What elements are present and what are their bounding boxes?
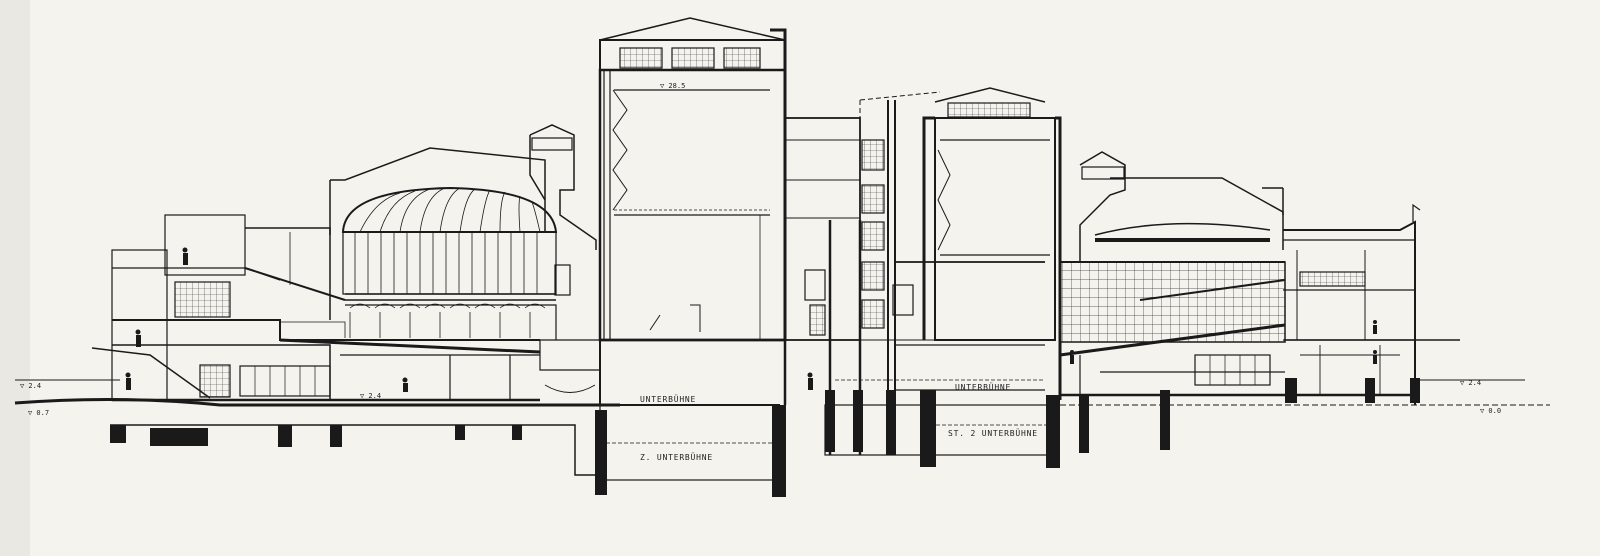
vent-tower-right (1060, 151, 1126, 263)
foundation-piers (110, 378, 1420, 497)
label-unterbuhne-main: UNTERBÜHNE (640, 394, 696, 404)
paper-shadow (0, 0, 30, 556)
label-unterbuhne-second: ST. 2 UNTERBÜHNE (948, 428, 1038, 438)
rear-stage-roof (934, 87, 1046, 103)
right-end-block (1283, 220, 1416, 405)
fly-tower-roof (599, 17, 786, 41)
fly-stair-right (937, 149, 951, 251)
right-balcony-rake (1139, 279, 1286, 301)
dome (341, 186, 558, 233)
svg-text:▽ 2.4: ▽ 2.4 (360, 392, 381, 400)
right-stalls-rake (1059, 323, 1286, 357)
basement-outline-left (110, 424, 595, 476)
lower-stage-pit (599, 404, 776, 481)
svg-text:▽ 28.5: ▽ 28.5 (660, 82, 685, 90)
left-entrance-block (111, 249, 168, 401)
fly-tower (598, 68, 787, 342)
rear-stage-tower (934, 117, 1056, 341)
stalls-rake (279, 338, 541, 354)
svg-text:▽ 0.7: ▽ 0.7 (28, 409, 49, 417)
entrance-stair (91, 347, 211, 399)
auditorium-roof (329, 147, 546, 235)
side-stage-pit (824, 404, 1051, 456)
svg-text:▽ 2.4: ▽ 2.4 (20, 382, 41, 390)
label-unterbuhne-pit: Z. UNTERBÜHNE (640, 452, 713, 462)
vent-tower-left (529, 124, 597, 250)
label-unterbuhne-side: UNTERBÜHNE (955, 382, 1011, 392)
left-upper-room (164, 214, 246, 276)
svg-text:▽ 0.0: ▽ 0.0 (1480, 407, 1501, 415)
left-window-grid (174, 281, 231, 318)
fly-stair-left (612, 89, 628, 211)
scale-figures (125, 247, 1377, 392)
section-linework (14, 17, 1550, 497)
level-marks: ▽ 2.4 ▽ 0.7 ▽ 2.4 ▽ 28.5 ▽ 2.4 ▽ 0.0 (20, 82, 1501, 417)
svg-text:▽ 2.4: ▽ 2.4 (1460, 379, 1481, 387)
